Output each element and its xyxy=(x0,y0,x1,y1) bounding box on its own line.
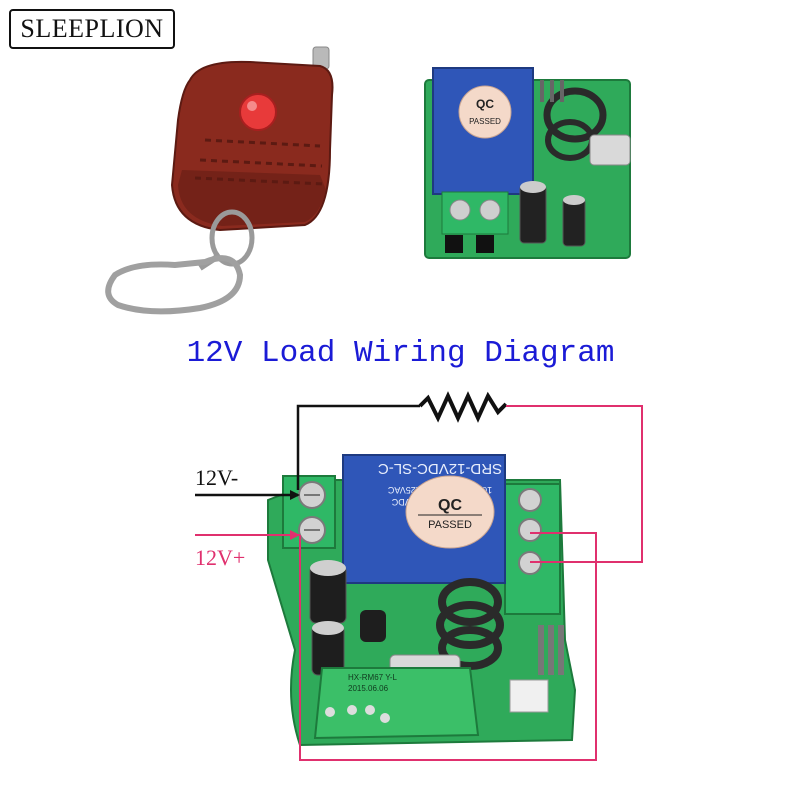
label-negative: 12V- xyxy=(195,465,238,490)
lobster-clasp xyxy=(105,255,244,315)
remote-button xyxy=(239,93,277,131)
wire-load xyxy=(506,405,643,563)
terminal-no xyxy=(518,488,542,512)
diagram-title: 12V Load Wiring Diagram xyxy=(186,336,615,371)
receiver-module-small: QC PASSED xyxy=(424,67,631,259)
qc-text-large: QC xyxy=(438,497,462,514)
wire-positive-com xyxy=(299,532,597,761)
receiver-subboard xyxy=(313,667,480,740)
brand-label: SLEEPLION xyxy=(9,9,175,49)
remote-control xyxy=(105,46,334,315)
header-pins xyxy=(538,625,564,675)
board-text-1: HX-RM67 Y-L xyxy=(348,673,397,682)
label-positive: 12V+ xyxy=(195,545,245,570)
qc-text-small: QC xyxy=(476,97,494,111)
relay-model-text: SRD-12VDC-SL-C xyxy=(378,460,502,477)
transistor xyxy=(360,610,386,642)
wire-negative xyxy=(296,404,420,490)
load-resistor-symbol xyxy=(418,391,508,423)
terminal-com xyxy=(518,518,542,542)
board-text-2: 2015.06.06 xyxy=(348,684,389,693)
white-connector xyxy=(509,679,549,713)
antenna-coil xyxy=(436,578,504,670)
wiring-diagram: SRD-12VDC-SL-C 10A 250VAC 10A 125VAC 10A… xyxy=(195,391,643,761)
qc-sticker-large xyxy=(405,475,495,549)
qc-sticker-small xyxy=(458,85,512,139)
passed-text-large: PASSED xyxy=(428,519,472,531)
passed-text-small: PASSED xyxy=(469,117,501,126)
